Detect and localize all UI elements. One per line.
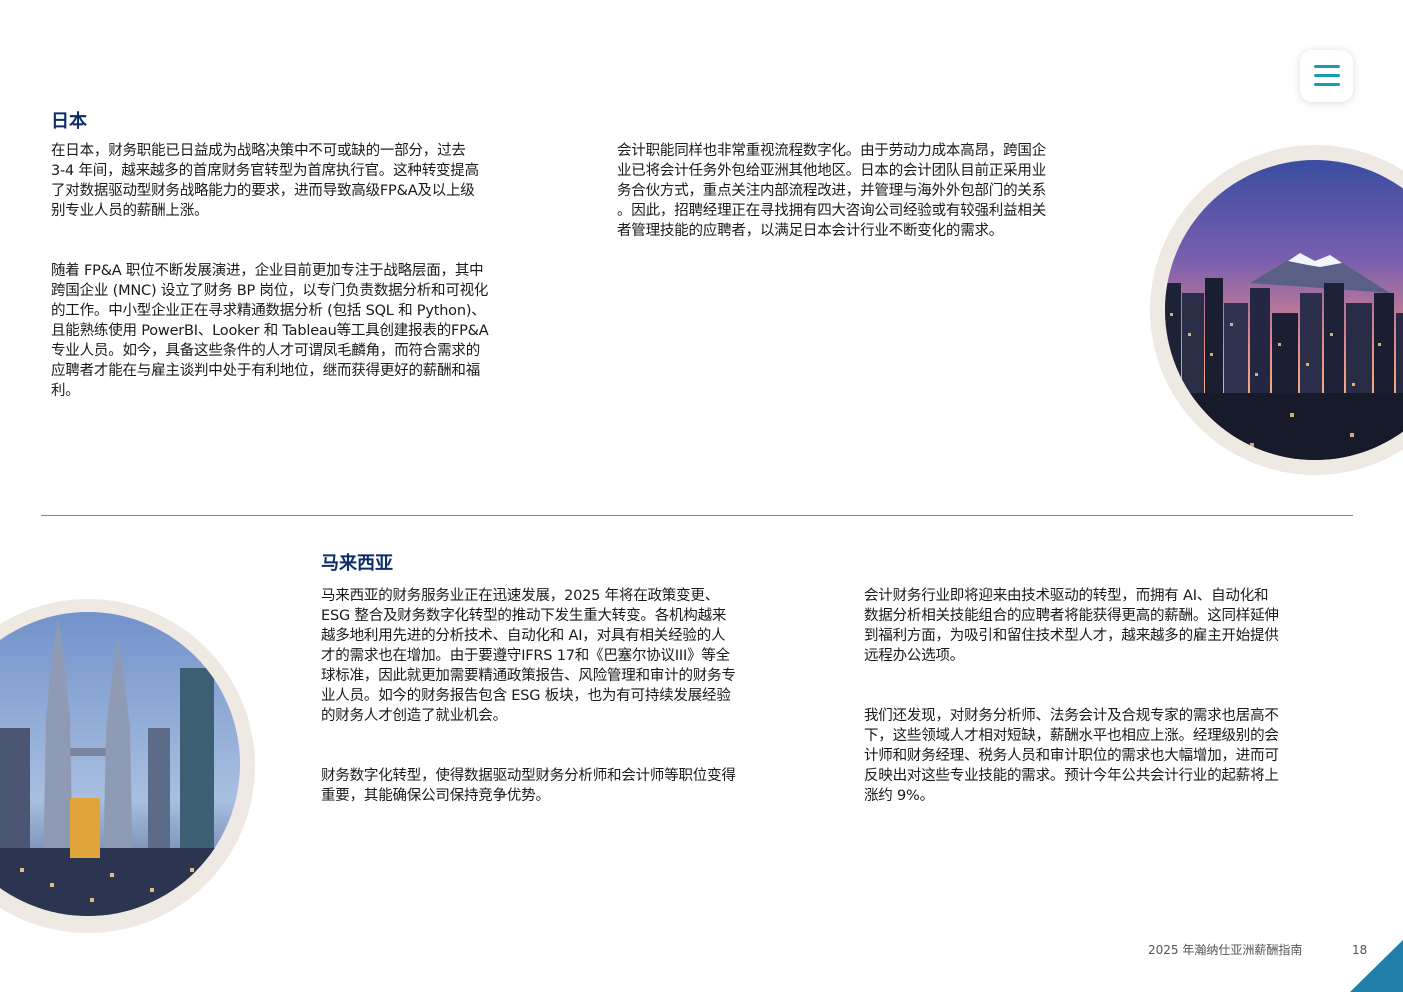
- japan-paragraph-3: 会计职能同样也非常重视流程数字化。由于劳动力成本高昂，跨国企 业已将会计任务外包…: [617, 143, 1046, 239]
- tokyo-skyline-image: [1150, 145, 1403, 475]
- japan-heading: 日本: [51, 111, 87, 132]
- malaysia-paragraph-4: 我们还发现，对财务分析师、法务会计及合规专家的需求也居高不 下，这些领域人才相对…: [864, 708, 1279, 804]
- page-number: 18: [1352, 943, 1368, 957]
- malaysia-heading: 马来西亚: [321, 553, 393, 574]
- japan-paragraph-2: 随着 FP&A 职位不断发展演进，企业目前更加专注于战略层面，其中 跨国企业 (…: [51, 263, 489, 399]
- hamburger-line: [1314, 83, 1340, 86]
- malaysia-paragraph-3: 会计财务行业即将迎来由技术驱动的转型，而拥有 AI、自动化和 数据分析相关技能组…: [864, 588, 1279, 664]
- kuala-lumpur-skyline-image: [0, 599, 255, 933]
- footer-title: 2025 年瀚纳仕亚洲薪酬指南: [1148, 943, 1303, 957]
- menu-button[interactable]: [1300, 50, 1353, 102]
- hamburger-menu-icon: [1314, 65, 1340, 68]
- japan-paragraph-1: 在日本，财务职能已日益成为战略决策中不可或缺的一部分，过去 3-4 年间，越来越…: [51, 143, 479, 219]
- malaysia-paragraph-2: 财务数字化转型，使得数据驱动型财务分析师和会计师等职位变得 重要，其能确保公司保…: [321, 768, 736, 804]
- corner-triangle-decoration: [1350, 940, 1403, 992]
- malaysia-paragraph-1: 马来西亚的财务服务业正在迅速发展，2025 年将在政策变更、 ESG 整合及财务…: [321, 588, 736, 724]
- section-divider: [41, 515, 1353, 516]
- hamburger-line: [1314, 74, 1340, 77]
